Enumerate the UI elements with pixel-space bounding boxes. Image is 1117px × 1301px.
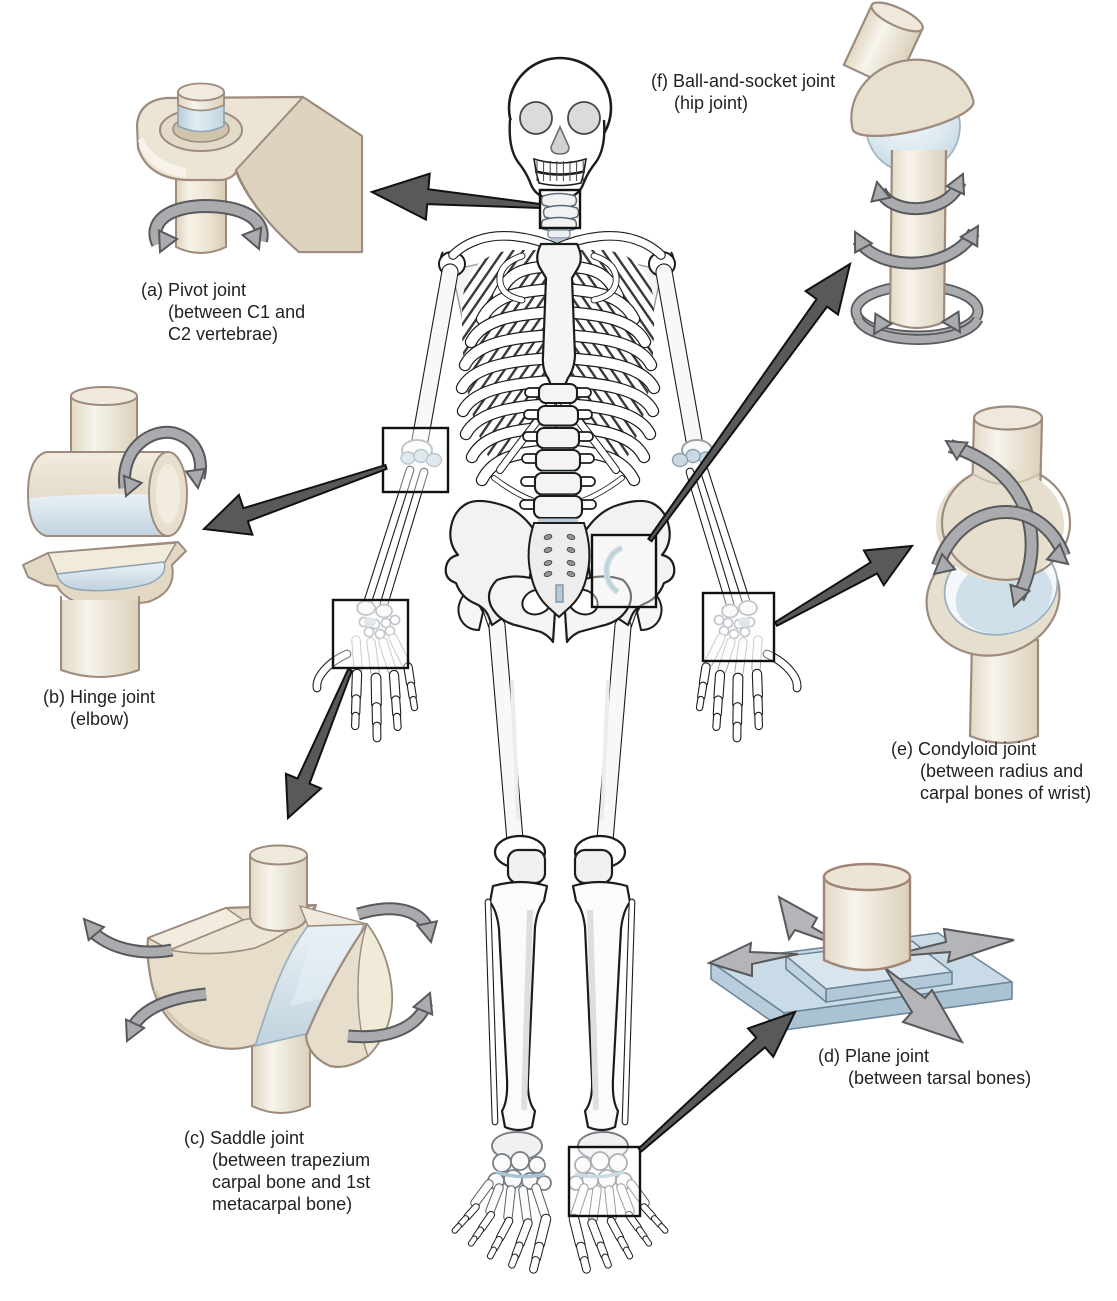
svg-text:(b) Hinge joint: (b) Hinge joint bbox=[43, 687, 155, 707]
svg-text:metacarpal bone): metacarpal bone) bbox=[212, 1194, 352, 1214]
svg-text:carpal bones of wrist): carpal bones of wrist) bbox=[920, 783, 1091, 803]
svg-text:(between C1 and: (between C1 and bbox=[168, 302, 305, 322]
svg-text:(d) Plane joint: (d) Plane joint bbox=[818, 1046, 929, 1066]
svg-text:(elbow): (elbow) bbox=[70, 709, 129, 729]
svg-text:(e) Condyloid joint: (e) Condyloid joint bbox=[891, 739, 1036, 759]
svg-text:(a) Pivot joint: (a) Pivot joint bbox=[141, 280, 246, 300]
svg-text:(between radius and: (between radius and bbox=[920, 761, 1083, 781]
svg-text:(hip joint): (hip joint) bbox=[674, 93, 748, 113]
svg-text:(between tarsal bones): (between tarsal bones) bbox=[848, 1068, 1031, 1088]
svg-text:(c) Saddle joint: (c) Saddle joint bbox=[184, 1128, 304, 1148]
svg-text:C2 vertebrae): C2 vertebrae) bbox=[168, 324, 278, 344]
svg-text:carpal bone and 1st: carpal bone and 1st bbox=[212, 1172, 370, 1192]
svg-text:(f) Ball-and-socket joint: (f) Ball-and-socket joint bbox=[651, 71, 835, 91]
svg-text:(between trapezium: (between trapezium bbox=[212, 1150, 370, 1170]
